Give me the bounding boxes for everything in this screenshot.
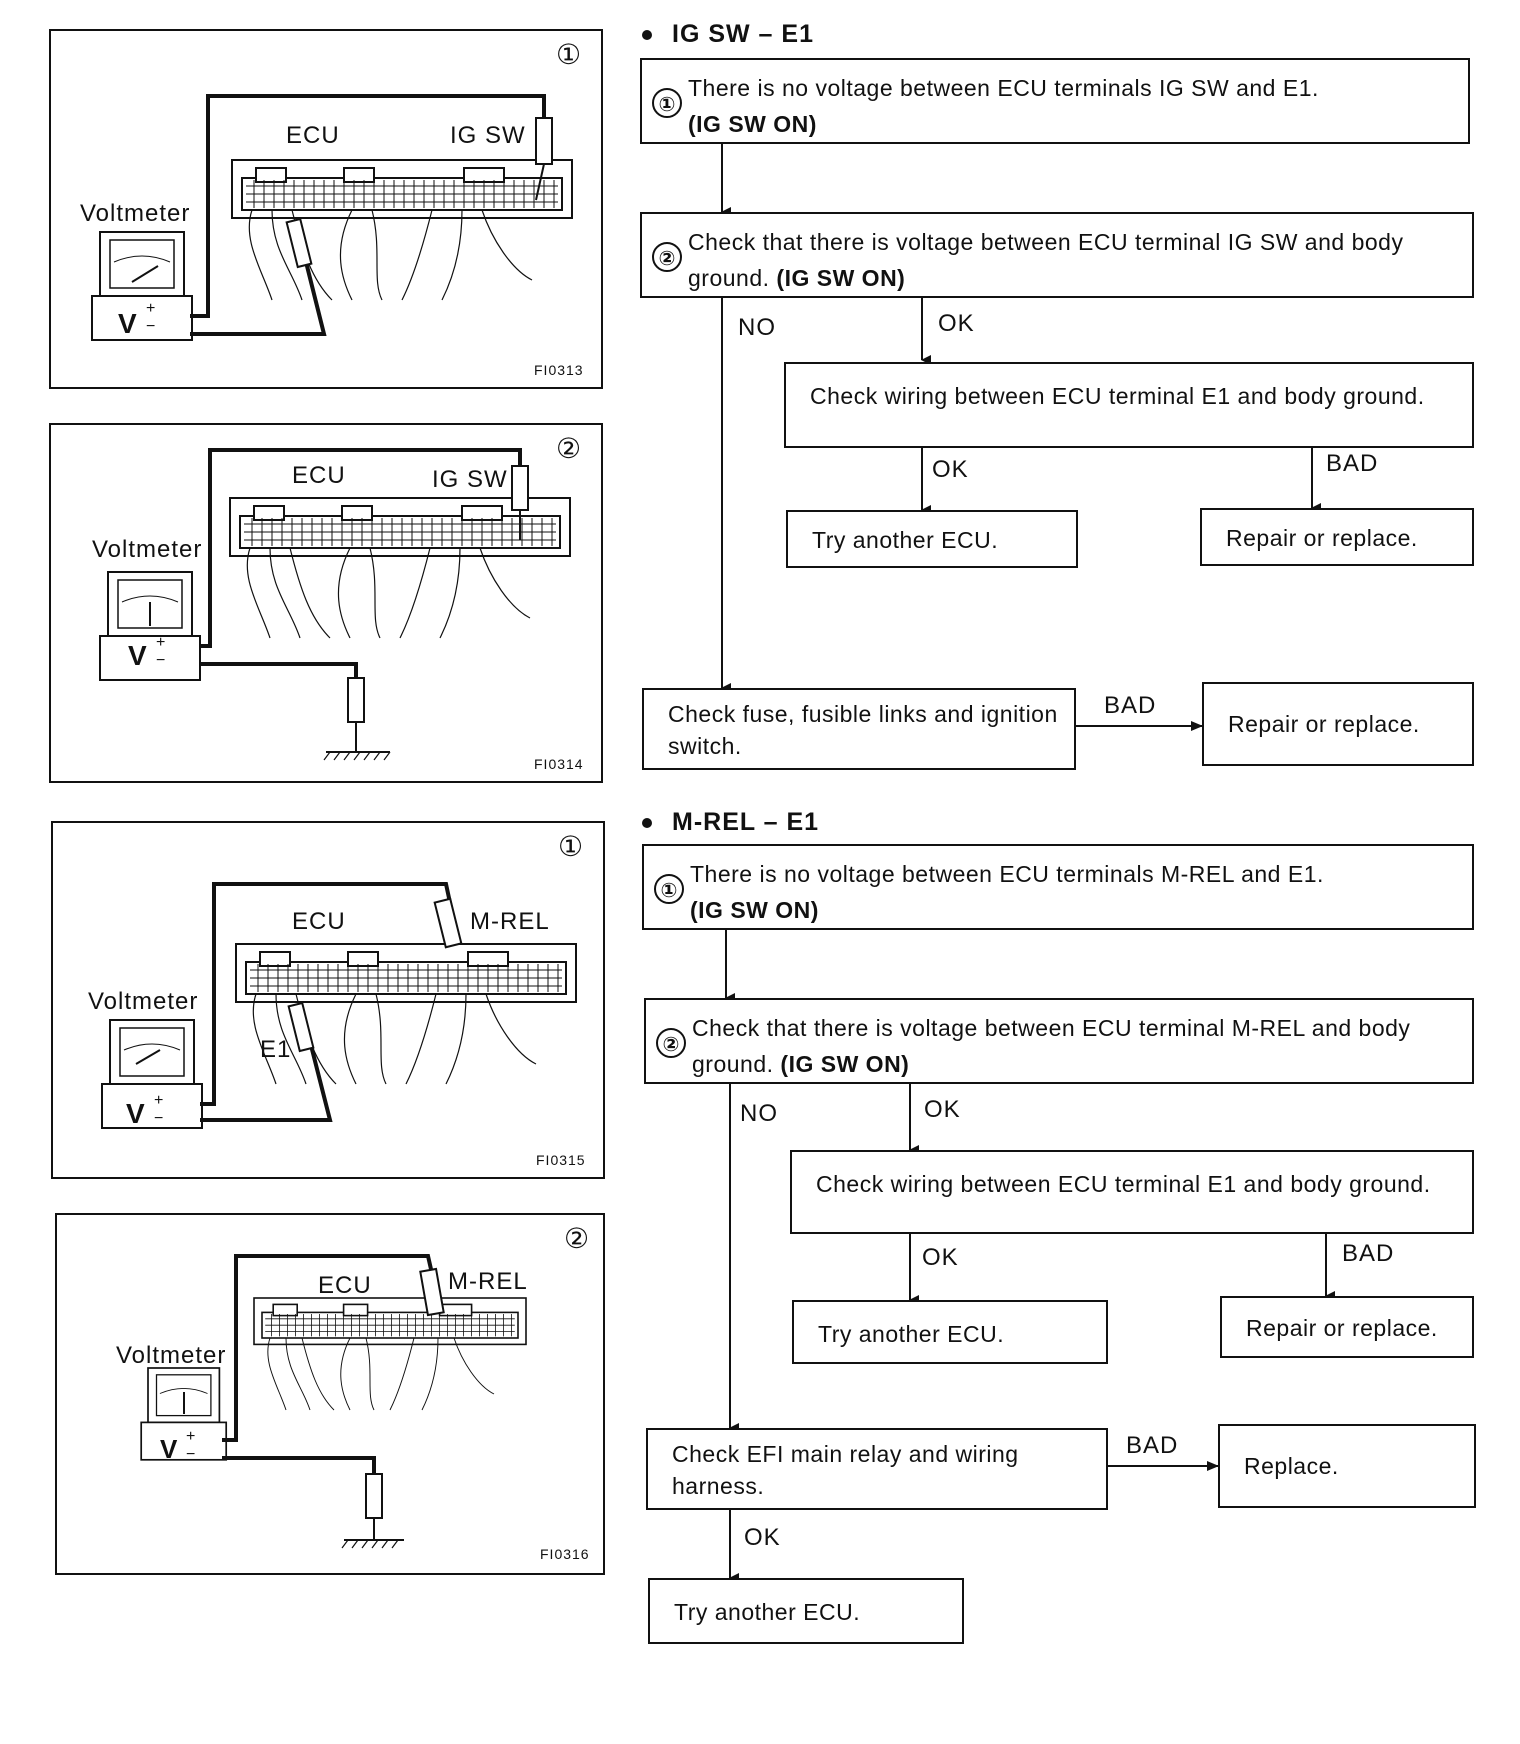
flow2-bad-label-2: BAD <box>1126 1432 1179 1459</box>
flow2-replace-box: Replace. <box>1218 1424 1476 1508</box>
flow2-repair-text: Repair or replace. <box>1246 1315 1438 1341</box>
figure-2-code: FI0314 <box>534 756 584 772</box>
figure-3-e1-label: E1 <box>260 1036 292 1063</box>
flow2-step1-box: ① There is no voltage between ECU termin… <box>642 844 1474 930</box>
figure-4 <box>55 1213 605 1575</box>
flow2-connectors <box>725 930 1335 1583</box>
figure-1-v-label: V <box>118 308 138 339</box>
flow1-try-ecu-text: Try another ECU. <box>812 527 999 553</box>
figure-3-number: ① <box>558 831 585 862</box>
figure-2-ecu-label: ECU <box>292 462 346 489</box>
figure-2-plus: + <box>156 634 167 651</box>
figure-3-minus: − <box>154 1110 165 1127</box>
figure-3 <box>51 821 605 1179</box>
flow1-heading-text: IG SW – E1 <box>672 20 814 48</box>
bullet-icon <box>642 30 652 41</box>
flow1-try-ecu-box: Try another ECU. <box>786 510 1078 568</box>
flow1-connectors <box>721 142 1321 731</box>
figure-1 <box>49 29 603 389</box>
step-number-icon: ② <box>656 1028 686 1058</box>
figure-2-number: ② <box>556 433 583 464</box>
flow2-relay-text: Check EFI main relay and wiring harness. <box>672 1441 1019 1499</box>
flow1-step2-text: Check that there is voltage between ECU … <box>688 229 1404 291</box>
flow2-ok-label-2: OK <box>922 1244 959 1271</box>
flow2-step1-text: There is no voltage between ECU terminal… <box>690 861 1324 887</box>
figure-1-code: FI0313 <box>534 362 584 378</box>
flow2-step2-condition: (IG SW ON) <box>780 1051 910 1077</box>
figure-2-terminal-label: IG SW <box>432 466 508 493</box>
flow2-try-ecu-text: Try another ECU. <box>818 1321 1005 1347</box>
figure-4-terminal-label: M-REL <box>448 1268 528 1295</box>
flow1-no-label: NO <box>738 314 776 341</box>
flow1-heading: IG SW – E1 <box>642 20 814 49</box>
figure-2 <box>49 423 603 783</box>
figure-2-minus: − <box>156 652 167 669</box>
flow2-step2-text: Check that there is voltage between ECU … <box>692 1015 1411 1077</box>
figure-4-voltmeter-label: Voltmeter <box>116 1342 227 1369</box>
figure-4-v-label: V <box>160 1434 179 1464</box>
flow2-try-ecu-box: Try another ECU. <box>792 1300 1108 1364</box>
flow1-bad-label-2: BAD <box>1104 692 1157 719</box>
figure-4-minus: − <box>186 1446 197 1463</box>
flow2-repair-box: Repair or replace. <box>1220 1296 1474 1358</box>
figure-3-voltmeter-label: Voltmeter <box>88 988 199 1015</box>
step-number-icon: ① <box>654 874 684 904</box>
flow1-repair-text-2: Repair or replace. <box>1228 711 1420 737</box>
figure-3-code: FI0315 <box>536 1152 586 1168</box>
flow2-replace-text: Replace. <box>1244 1453 1339 1479</box>
figure-4-code: FI0316 <box>540 1546 590 1562</box>
figure-1-minus: − <box>146 318 157 335</box>
flow2-wiring-text: Check wiring between ECU terminal E1 and… <box>816 1171 1431 1197</box>
flow2-step1-condition: (IG SW ON) <box>690 897 819 923</box>
flow1-ok-label-1: OK <box>938 310 975 337</box>
flow2-try-ecu-box-2: Try another ECU. <box>648 1578 964 1644</box>
flow2-ok-label-3: OK <box>744 1524 781 1551</box>
figure-2-voltmeter-label: Voltmeter <box>92 536 203 563</box>
figure-1-voltmeter-label: Voltmeter <box>80 200 191 227</box>
figure-3-terminal-label: M-REL <box>470 908 550 935</box>
figure-1-ecu-label: ECU <box>286 122 340 149</box>
flow2-bad-label-1: BAD <box>1342 1240 1395 1267</box>
figure-1-number: ① <box>556 39 583 70</box>
step-number-icon: ② <box>652 242 682 272</box>
figure-1-terminal-label: IG SW <box>450 122 526 149</box>
flow2-relay-box: Check EFI main relay and wiring harness. <box>646 1428 1108 1510</box>
flow1-step1-box: ① There is no voltage between ECU termin… <box>640 58 1470 144</box>
step-number-icon: ① <box>652 88 682 118</box>
flow2-wiring-box: Check wiring between ECU terminal E1 and… <box>790 1150 1474 1234</box>
flow1-fuse-text: Check fuse, fusible links and ignition s… <box>668 701 1058 759</box>
flow1-wiring-text: Check wiring between ECU terminal E1 and… <box>810 383 1425 409</box>
flow1-wiring-box: Check wiring between ECU terminal E1 and… <box>784 362 1474 448</box>
flow1-fuse-box: Check fuse, fusible links and ignition s… <box>642 688 1076 770</box>
flow1-step1-text: There is no voltage between ECU terminal… <box>688 75 1319 101</box>
figure-4-plus: + <box>186 1428 197 1445</box>
flow2-heading: M-REL – E1 <box>642 808 819 837</box>
flow2-ok-label-1: OK <box>924 1096 961 1123</box>
flow2-heading-text: M-REL – E1 <box>672 808 820 836</box>
flow1-step2-box: ② Check that there is voltage between EC… <box>640 212 1474 298</box>
flow2-try-ecu-text-2: Try another ECU. <box>674 1599 861 1625</box>
figure-3-v-label: V <box>126 1098 146 1129</box>
figure-1-plus: + <box>146 300 157 317</box>
figure-3-plus: + <box>154 1092 165 1109</box>
figure-3-ecu-label: ECU <box>292 908 346 935</box>
flow1-repair-box-1: Repair or replace. <box>1200 508 1474 566</box>
flow2-no-label: NO <box>740 1100 778 1127</box>
figure-4-number: ② <box>564 1223 591 1254</box>
bullet-icon <box>642 818 652 829</box>
figure-2-v-label: V <box>128 640 148 671</box>
flow1-repair-box-2: Repair or replace. <box>1202 682 1474 766</box>
flow1-ok-label-2: OK <box>932 456 969 483</box>
flow1-bad-label-1: BAD <box>1326 450 1379 477</box>
flow1-step1-condition: (IG SW ON) <box>688 111 817 137</box>
flow1-repair-text-1: Repair or replace. <box>1226 525 1418 551</box>
flow2-step2-box: ② Check that there is voltage between EC… <box>644 998 1474 1084</box>
figure-4-ecu-label: ECU <box>318 1272 372 1299</box>
flow1-step2-condition: (IG SW ON) <box>776 265 906 291</box>
